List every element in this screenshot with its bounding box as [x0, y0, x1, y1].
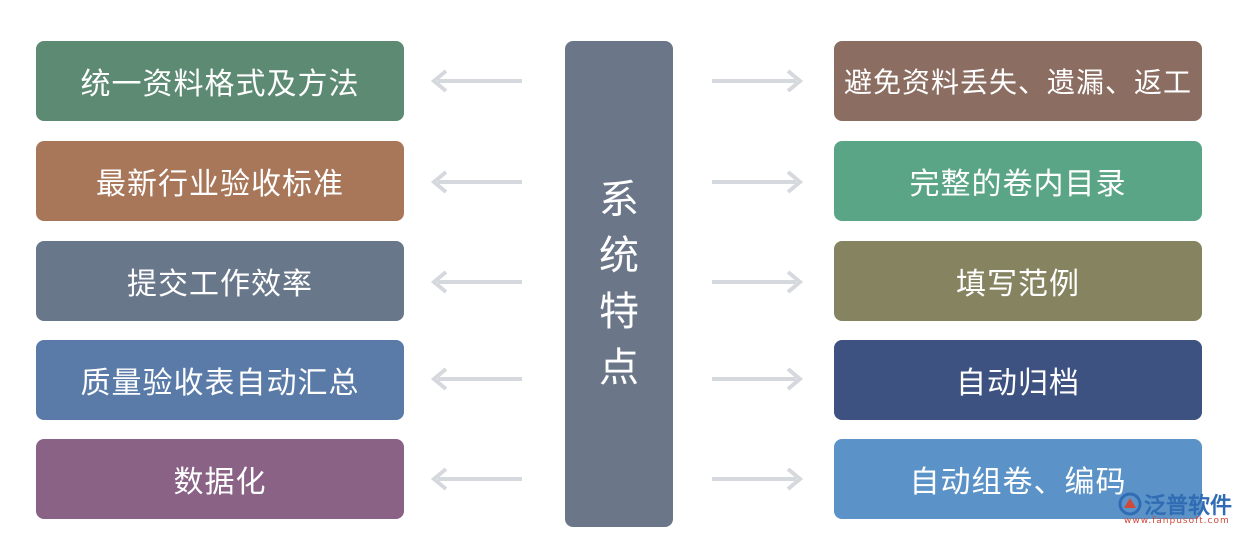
system-features-center-bar: 系统特点	[565, 41, 673, 527]
right-feature-label-3: 填写范例	[956, 267, 1080, 302]
fanpu-watermark: 泛普软件 www.fanpusoft.com	[1118, 488, 1242, 528]
left-feature-box-2: 最新行业验收标准	[36, 141, 404, 221]
right-feature-label-4: 自动归档	[956, 366, 1080, 401]
right-feature-label-2: 完整的卷内目录	[909, 167, 1127, 202]
left-feature-box-1: 统一资料格式及方法	[36, 41, 404, 121]
right-arrow-icon-5	[712, 466, 804, 492]
right-feature-box-4: 自动归档	[834, 340, 1202, 420]
left-feature-label-2: 最新行业验收标准	[96, 167, 344, 202]
right-arrow-icon-4	[712, 366, 804, 392]
right-feature-label-5: 自动组卷、编码	[909, 465, 1127, 500]
system-features-title: 系统特点	[599, 177, 639, 391]
left-arrow-icon-4	[430, 366, 522, 392]
fanpu-logo-icon	[1118, 492, 1142, 516]
left-arrow-icon-2	[430, 169, 522, 195]
left-arrow-icon-3	[430, 269, 522, 295]
right-arrow-icon-3	[712, 269, 804, 295]
left-feature-box-4: 质量验收表自动汇总	[36, 340, 404, 420]
right-feature-box-1: 避免资料丢失、遗漏、返工	[834, 41, 1202, 121]
left-feature-box-5: 数据化	[36, 439, 404, 519]
left-feature-label-1: 统一资料格式及方法	[80, 67, 360, 102]
left-arrow-icon-1	[430, 68, 522, 94]
watermark-brand-name: 泛普软件	[1144, 494, 1233, 519]
right-feature-box-3: 填写范例	[834, 241, 1202, 321]
left-feature-label-4: 质量验收表自动汇总	[80, 366, 360, 401]
watermark-url: www.fanpusoft.com	[1124, 516, 1230, 526]
right-feature-box-2: 完整的卷内目录	[834, 141, 1202, 221]
left-feature-box-3: 提交工作效率	[36, 241, 404, 321]
right-arrow-icon-1	[712, 68, 804, 94]
right-arrow-icon-2	[712, 169, 804, 195]
left-arrow-icon-5	[430, 466, 522, 492]
left-feature-label-5: 数据化	[173, 465, 267, 500]
right-feature-label-1: 避免资料丢失、遗漏、返工	[843, 66, 1192, 99]
left-feature-label-3: 提交工作效率	[127, 267, 313, 302]
